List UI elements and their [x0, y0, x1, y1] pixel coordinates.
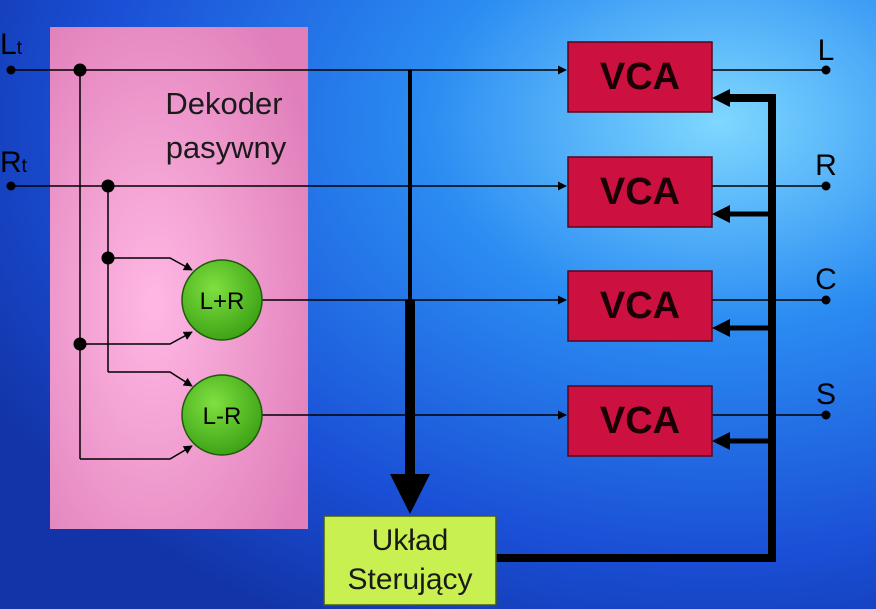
output-label-r: R — [815, 149, 837, 182]
terminal-lt — [6, 65, 16, 75]
terminal-rt — [6, 181, 16, 191]
arrowhead — [712, 89, 730, 107]
junction-dot — [101, 251, 115, 265]
vca-block-s: VCA — [567, 385, 713, 457]
mixer-sum-label: L+R — [200, 288, 245, 315]
input-label-lt: Lt — [0, 28, 23, 61]
passive-decoder-box — [50, 27, 308, 529]
mixer-diff: L-R — [181, 374, 263, 456]
control-label-line1: Układ — [372, 524, 449, 557]
mixer-sum: L+R — [181, 259, 263, 341]
junction-dot — [73, 337, 87, 351]
decoder-label-line1: Dekoder — [165, 86, 282, 121]
vca-label: VCA — [600, 56, 680, 98]
vca-label: VCA — [600, 400, 680, 442]
input-label-rt: Rt — [0, 146, 28, 179]
junction-dot — [101, 179, 115, 193]
control-arrowheads — [712, 89, 730, 450]
arrowhead — [712, 432, 730, 450]
arrowhead — [712, 319, 730, 337]
terminal-out-r — [821, 181, 831, 191]
vca-block-r: VCA — [567, 156, 713, 228]
mixer-diff-label: L-R — [203, 403, 242, 430]
output-label-c: C — [815, 263, 837, 296]
terminal-out-c — [821, 295, 831, 305]
arrowhead — [712, 205, 730, 223]
vca-label: VCA — [600, 285, 680, 327]
output-label-l: L — [818, 34, 835, 67]
wire-l-to-sum — [80, 331, 193, 345]
vca-block-c: VCA — [567, 270, 713, 342]
wire-l-to-diff — [80, 445, 193, 460]
control-label-line2: Sterujący — [347, 563, 472, 596]
junction-dots — [6, 63, 831, 420]
vca-label: VCA — [600, 171, 680, 213]
control-unit-box: Układ Sterujący — [323, 515, 497, 606]
terminal-out-s — [821, 410, 831, 420]
terminal-out-l — [821, 65, 831, 75]
wire-r-to-sum — [108, 257, 193, 271]
control-down-arrow — [390, 474, 430, 514]
junction-dot — [73, 63, 87, 77]
wire-r-to-diff — [108, 371, 193, 387]
decoder-label-line2: pasywny — [166, 130, 287, 165]
control-bus — [405, 70, 776, 562]
vca-block-l: VCA — [567, 41, 713, 113]
output-label-s: S — [816, 378, 836, 411]
